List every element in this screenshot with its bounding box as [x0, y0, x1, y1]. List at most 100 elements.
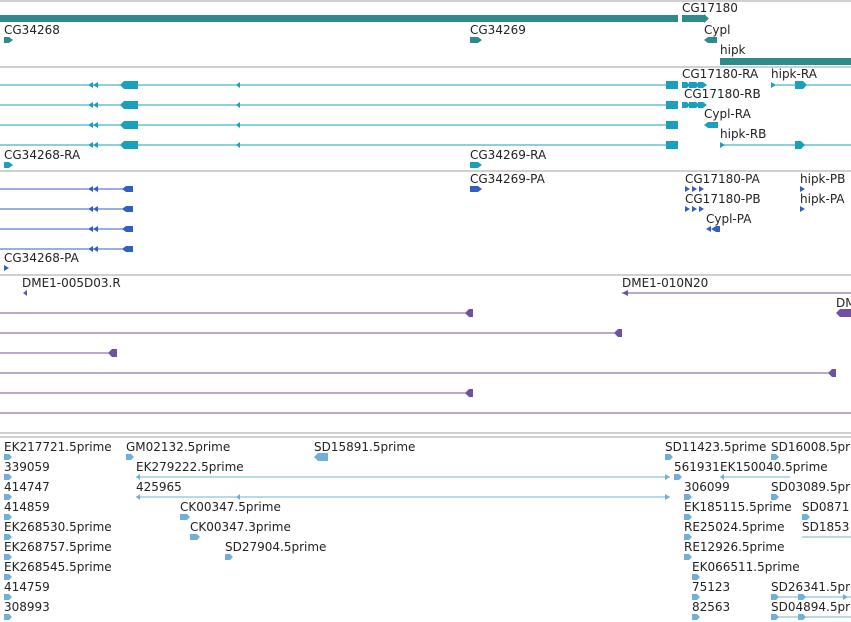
exon-arrow: [704, 122, 718, 128]
transcript-label-cypl-ra[interactable]: Cypl-RA: [704, 107, 752, 121]
est-arrow: [771, 614, 806, 620]
gene-label-hipk[interactable]: hipk: [720, 43, 746, 57]
est-arrow: [4, 614, 12, 620]
est-label-re12926[interactable]: RE12926.5prime: [684, 540, 785, 554]
est-label-ek279222[interactable]: EK279222.5prime: [136, 460, 244, 474]
gene-label-cg34269[interactable]: CG34269: [470, 23, 526, 37]
est-label-sd15891[interactable]: SD15891.5prime: [314, 440, 415, 454]
protein-label-cg17180-pb[interactable]: CG17180-PB: [685, 192, 761, 206]
est-arrow: [190, 534, 200, 540]
transcript-label-cg17180-rb[interactable]: CG17180-RB: [684, 87, 761, 101]
gene-label-cypl[interactable]: Cypl: [704, 23, 730, 37]
est-label-sd0871[interactable]: SD0871: [802, 500, 849, 514]
gene-label-cg34268[interactable]: CG34268: [4, 23, 60, 37]
gene-strand-arrow-cg34268: [4, 37, 13, 43]
est-arrow: [692, 574, 700, 580]
est-label-sd27904[interactable]: SD27904.5prime: [225, 540, 326, 554]
gene-bar-cg34268[interactable]: [0, 15, 678, 22]
est-label-308993[interactable]: 308993: [4, 600, 50, 614]
transcript-label-cg34268-ra[interactable]: CG34268-RA: [4, 148, 81, 162]
est-label-ek268545[interactable]: EK268545.5prime: [4, 560, 112, 574]
est-arrow: [126, 454, 134, 460]
transcript-label-hipk-rb[interactable]: hipk-RB: [720, 127, 766, 141]
protein-arrow: [470, 186, 482, 192]
est-arrow: [771, 494, 779, 500]
est-label-sd04894[interactable]: SD04894.5prime: [771, 600, 851, 614]
clone-arrow: [23, 290, 27, 296]
clone-label-dme1-005d03[interactable]: DME1-005D03.R: [22, 276, 121, 290]
protein-label-cg17180-pa[interactable]: CG17180-PA: [685, 172, 761, 186]
protein-arrow: [88, 186, 133, 192]
protein-arrow: [800, 186, 805, 192]
est-label-ck00347-5[interactable]: CK00347.5prime: [180, 500, 281, 514]
est-label-sd1853[interactable]: SD1853: [802, 520, 849, 534]
protein-arrow: [685, 206, 704, 212]
est-label-gm02132[interactable]: GM02132.5prime: [126, 440, 230, 454]
gene-bar-hipk[interactable]: [720, 58, 851, 65]
protein-label-cg34268-pa[interactable]: CG34268-PA: [4, 251, 80, 265]
est-label-ek066511[interactable]: EK066511.5prime: [692, 560, 800, 574]
clone-arrow: [465, 389, 473, 397]
est-arrow: [4, 534, 12, 540]
est-label-82563[interactable]: 82563: [692, 600, 730, 614]
est-label-ek268757[interactable]: EK268757.5prime: [4, 540, 112, 554]
est-label-re25024[interactable]: RE25024.5prime: [684, 520, 785, 534]
protein-label-hipk-pa[interactable]: hipk-PA: [800, 192, 845, 206]
est-label-ek217721[interactable]: EK217721.5prime: [4, 440, 112, 454]
est-label-425965[interactable]: 425965: [136, 480, 182, 494]
protein-arrow: [88, 246, 133, 252]
gene-bar-cg17180[interactable]: [682, 15, 704, 22]
gene-track: CG17180 CG34268 CG34269 Cypl hipk: [0, 0, 851, 68]
exon-arrow: [4, 162, 13, 168]
est-label-561931[interactable]: 561931: [674, 460, 720, 474]
est-arrow: [180, 514, 190, 520]
est-label-sd26341[interactable]: SD26341.5prime: [771, 580, 851, 594]
est-arrow: [692, 614, 700, 620]
exon-arrow: [682, 82, 707, 88]
est-label-414759[interactable]: 414759: [4, 580, 50, 594]
est-label-306099[interactable]: 306099: [684, 480, 730, 494]
est-arrow: [4, 594, 12, 600]
est-label-sd03089[interactable]: SD03089.5prime: [771, 480, 851, 494]
clone-arrow: [108, 349, 117, 357]
est-label-ek185115[interactable]: EK185115.5prime: [684, 500, 792, 514]
gene-label-cg17180[interactable]: CG17180: [682, 1, 738, 15]
transcript-label-cg17180-ra[interactable]: CG17180-RA: [682, 67, 759, 81]
clone-arrow: [614, 329, 622, 337]
exon-arrow: [682, 102, 707, 108]
est-label-75123[interactable]: 75123: [692, 580, 730, 594]
clone-arrow: [465, 309, 473, 317]
est-arrow: [684, 514, 692, 520]
est-label-sd11423[interactable]: SD11423.5prime: [665, 440, 766, 454]
est-track: EK217721.5prime GM02132.5prime SD15891.5…: [4, 440, 851, 620]
transcript-label-hipk-ra[interactable]: hipk-RA: [771, 67, 818, 81]
gene-strand-arrow-cypl: [704, 37, 717, 43]
gene-arrow-cg17180: [704, 14, 709, 23]
est-arrow: [4, 514, 12, 520]
est-label-414747[interactable]: 414747: [4, 480, 50, 494]
est-label-414859[interactable]: 414859: [4, 500, 50, 514]
est-arrow: [4, 554, 12, 560]
est-label-ek268530[interactable]: EK268530.5prime: [4, 520, 112, 534]
protein-label-cypl-pa[interactable]: Cypl-PA: [706, 212, 752, 226]
est-arrow: [674, 474, 682, 480]
protein-label-cg34269-pa[interactable]: CG34269-PA: [470, 172, 546, 186]
protein-label-hipk-pb[interactable]: hipk-PB: [800, 172, 845, 186]
exon-arrow: [771, 81, 807, 89]
clone-arrow: [828, 369, 836, 377]
clone-label-dme1-010n20[interactable]: DME1-010N20: [622, 276, 708, 290]
exon-arrow: [720, 141, 805, 149]
est-arrow: [692, 594, 700, 600]
est-label-ck00347-3[interactable]: CK00347.3prime: [190, 520, 291, 534]
transcript-label-cg34269-ra[interactable]: CG34269-RA: [470, 148, 547, 162]
est-label-339059[interactable]: 339059: [4, 460, 50, 474]
clone-label-dm[interactable]: DM: [836, 296, 851, 310]
est-arrow: [4, 494, 12, 500]
protein-arrow: [685, 186, 704, 192]
est-label-ek150040[interactable]: EK150040.5prime: [720, 460, 828, 474]
protein-arrow: [88, 226, 133, 232]
est-label-sd16008[interactable]: SD16008.5prime: [771, 440, 851, 454]
transcript-track: CG17180-RA hipk-RA CG17180-RB Cypl-RA hi…: [0, 67, 851, 172]
gene-strand-arrow-cg34269: [470, 37, 482, 43]
